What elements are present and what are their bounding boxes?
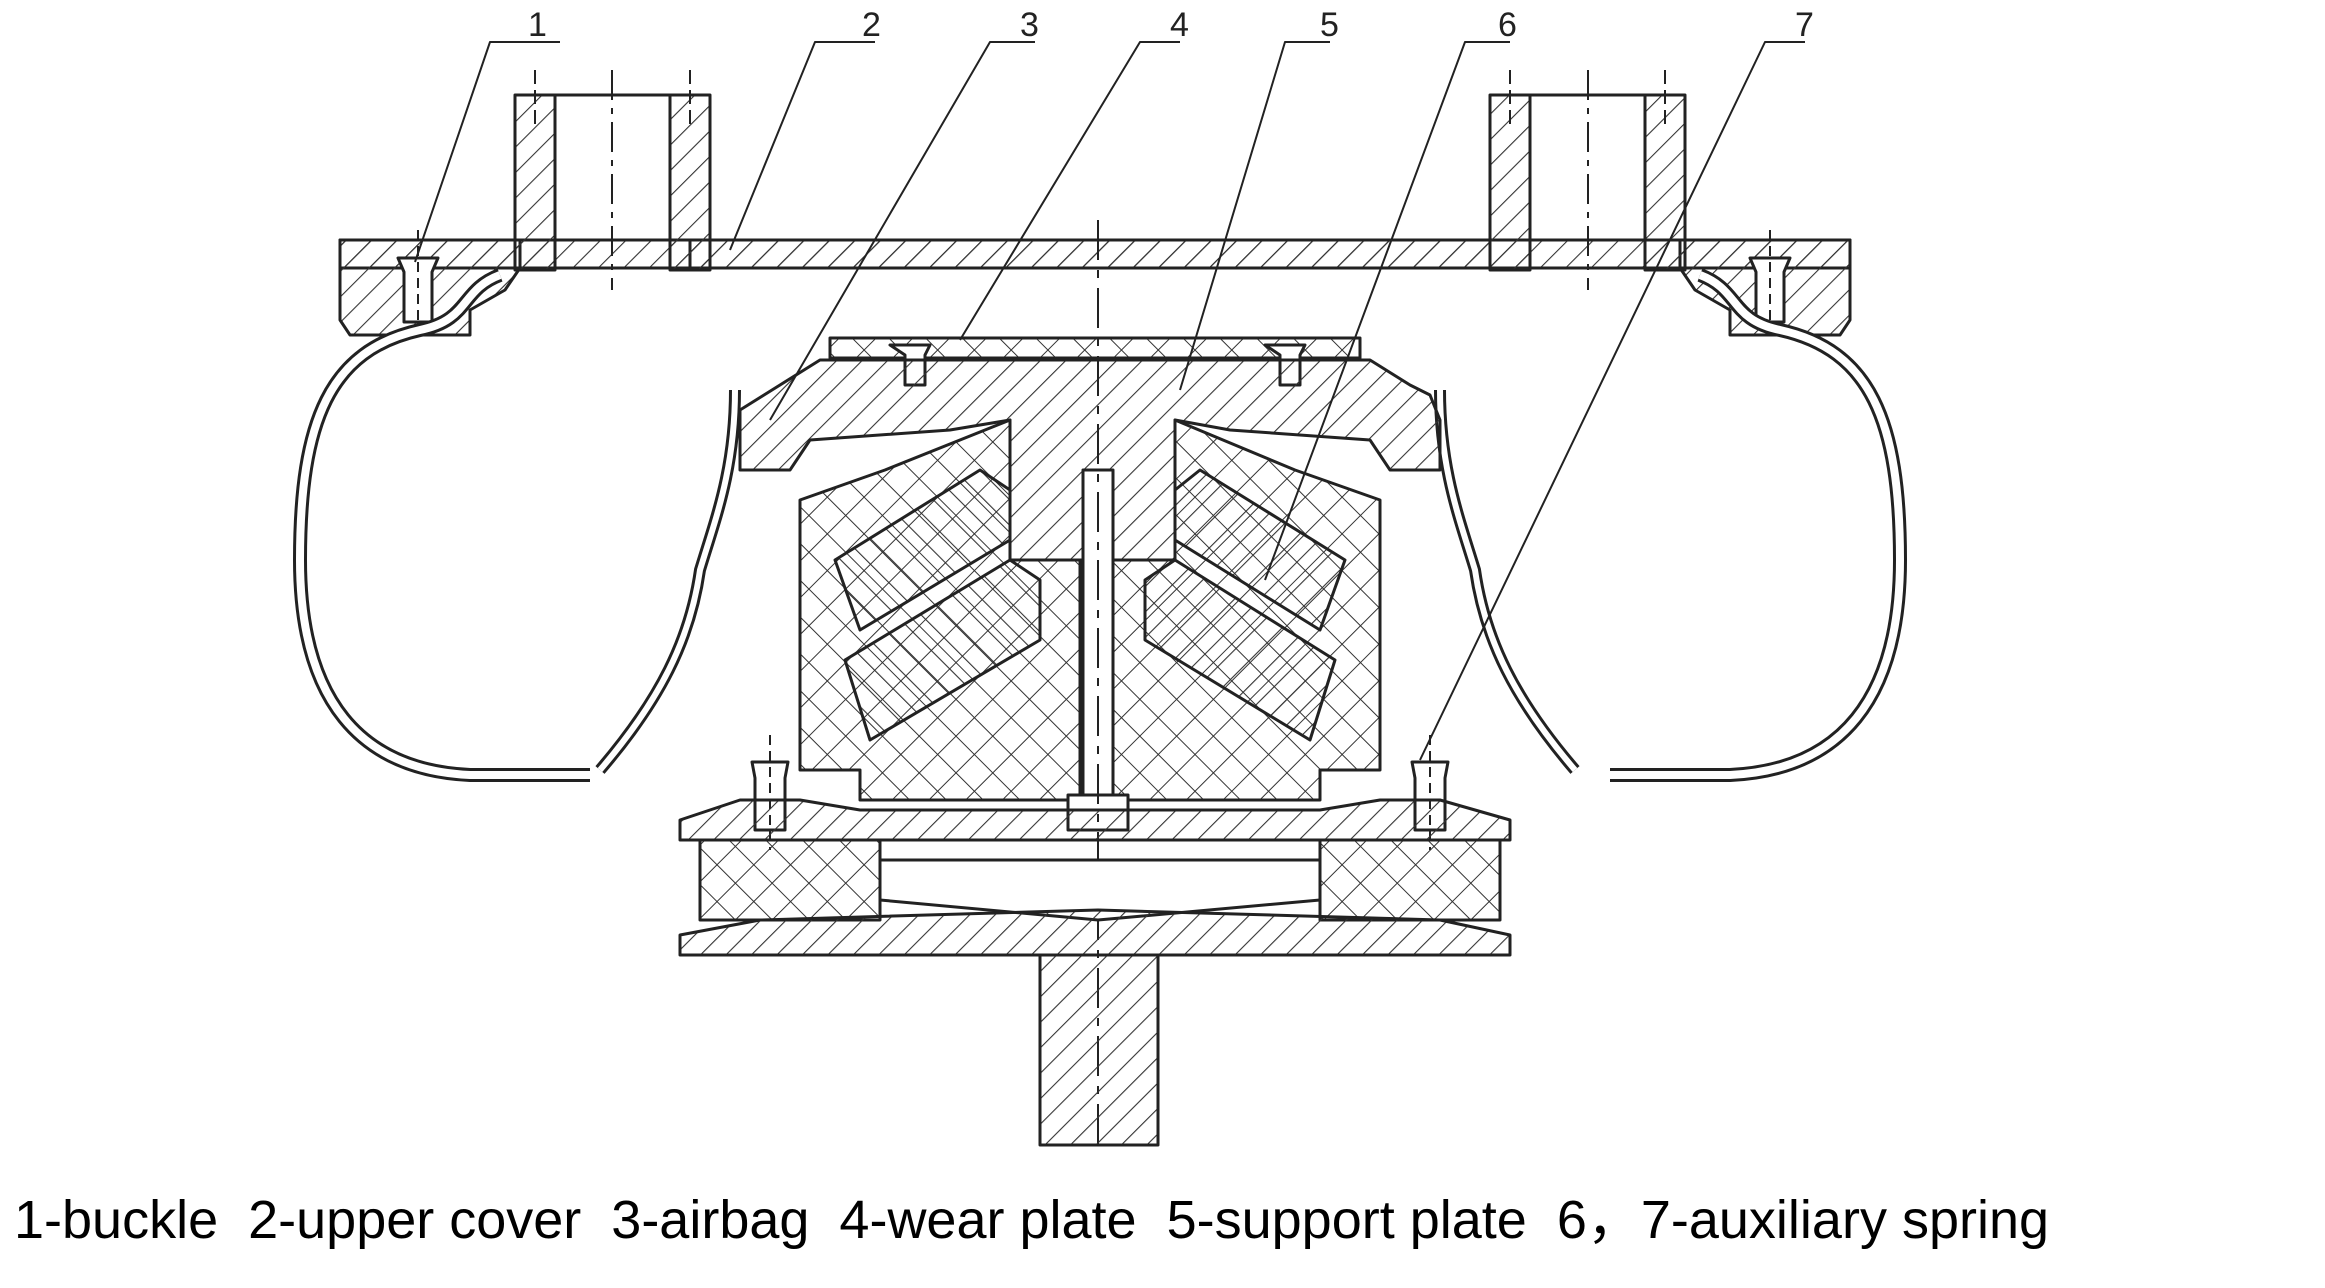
callout-2: 2 — [862, 6, 881, 44]
callout-7: 7 — [1795, 6, 1814, 44]
auxiliary-spring-upper — [798, 418, 1382, 802]
upper-cover — [338, 238, 1852, 337]
leader-lines — [414, 41, 1805, 761]
lower-base — [678, 798, 1512, 1147]
support-plate — [738, 358, 1442, 562]
buckle-bolt-right — [1748, 230, 1792, 340]
callout-1: 1 — [528, 6, 547, 44]
callout-6: 6 — [1498, 6, 1517, 44]
figure-caption: 1-buckle 2-upper cover 3-airbag 4-wear p… — [14, 1190, 2050, 1250]
callout-4: 4 — [1170, 6, 1189, 44]
airbag-left — [293, 268, 741, 782]
callout-labels: 1 2 3 4 5 6 7 — [528, 6, 1814, 44]
callout-3: 3 — [1020, 6, 1039, 44]
airbag-right — [1434, 268, 1907, 782]
left-air-nozzle — [513, 70, 712, 290]
right-air-nozzle — [1488, 70, 1687, 290]
callout-5: 5 — [1320, 6, 1339, 44]
